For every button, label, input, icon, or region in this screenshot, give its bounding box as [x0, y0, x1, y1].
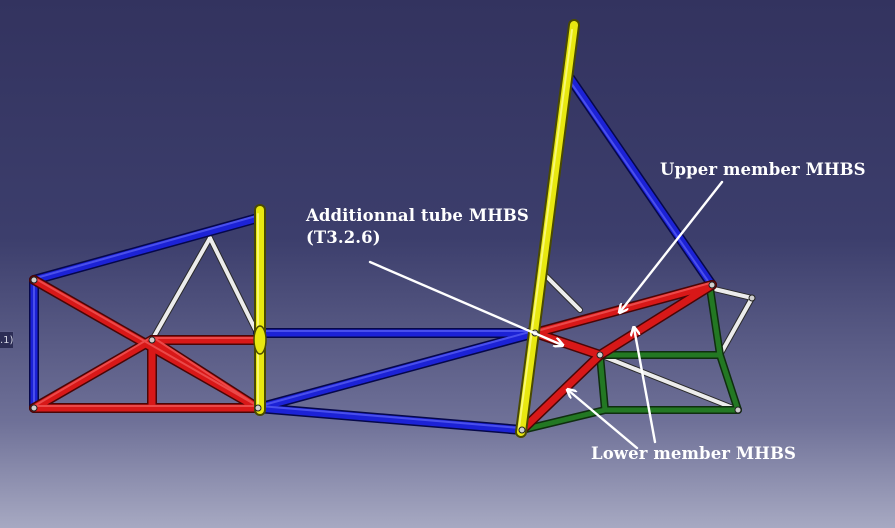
arrow-upper-member [620, 180, 724, 312]
blue-frame-tubes [29, 73, 717, 435]
annotation-additional-line1: Additionnal tube MHBS [306, 206, 529, 225]
annotation-upper-member-mhbs: Upper member MHBS [660, 160, 866, 179]
specification-tree-fragment[interactable]: .1) [0, 331, 14, 349]
white-bracing-tubes [149, 235, 755, 413]
green-rear-tubes [518, 284, 742, 434]
annotation-additional-tube-mhbs: Additionnal tube MHBS (T3.2.6) [306, 205, 529, 249]
arrow-additional-tube [368, 260, 562, 345]
annotation-arrows [368, 180, 724, 450]
red-frame-tubes [29, 275, 717, 435]
arrow-lower-member-2 [568, 390, 639, 450]
arrow-lower-member-1 [634, 328, 657, 444]
yellow-hoop-tubes [253, 19, 580, 438]
annotation-lower-member-mhbs: Lower member MHBS [591, 444, 797, 463]
annotation-additional-line2: (T3.2.6) [306, 228, 381, 247]
